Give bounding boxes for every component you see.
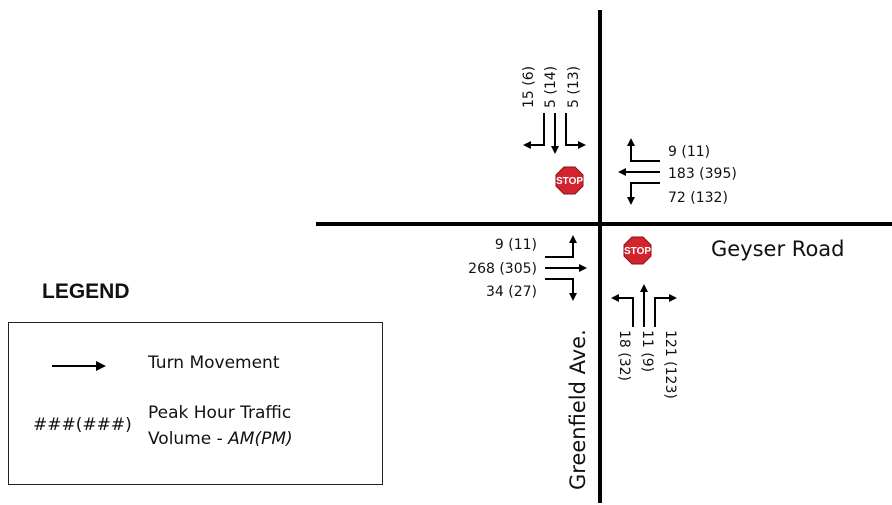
northbound-arrows bbox=[611, 284, 677, 327]
legend-volume-symbol: ###(###) bbox=[33, 415, 132, 435]
stop-sign-north-text: STOP bbox=[556, 176, 583, 187]
eb-right-arrow bbox=[545, 278, 577, 301]
sb-right-arrow bbox=[565, 113, 586, 149]
sb-left-arrow bbox=[523, 113, 545, 149]
sb-left-volume: 15 (6) bbox=[521, 66, 537, 108]
legend-turn-movement-label: Turn Movement bbox=[148, 353, 280, 373]
westbound-arrows bbox=[618, 138, 660, 205]
eastbound-arrows bbox=[545, 235, 587, 301]
stop-sign-north-shape bbox=[555, 166, 584, 195]
wb-through-volume: 183 (395) bbox=[668, 166, 737, 182]
stop-sign-north: STOP bbox=[555, 166, 584, 195]
eb-through-volume: 268 (305) bbox=[468, 261, 537, 277]
greenfield-ave-label: Greenfield Ave. bbox=[566, 329, 590, 490]
legend-volume-label-text: Volume - bbox=[148, 429, 229, 449]
wb-left-volume: 9 (11) bbox=[668, 144, 710, 160]
stop-sign-south-text: STOP bbox=[624, 246, 651, 257]
wb-left-arrow bbox=[627, 138, 660, 162]
legend-arrow-icon bbox=[52, 361, 106, 371]
nb-right-arrow bbox=[654, 294, 677, 327]
eb-left-arrow bbox=[545, 235, 577, 258]
legend-volume-label-line1: Peak Hour Traffic bbox=[148, 403, 292, 423]
nb-right-volume: 121 (123) bbox=[662, 330, 678, 399]
sb-through-volume: 5 (14) bbox=[543, 66, 559, 108]
legend-title: LEGEND bbox=[42, 280, 130, 303]
nb-left-arrow bbox=[611, 294, 634, 327]
legend-volume-units: AM(PM) bbox=[228, 429, 293, 449]
wb-right-volume: 72 (132) bbox=[668, 190, 728, 206]
eb-right-volume: 34 (27) bbox=[486, 284, 537, 300]
nb-through-volume: 11 (9) bbox=[639, 330, 655, 372]
wb-right-arrow bbox=[627, 182, 660, 205]
legend-volume-label-line2: Volume - AM(PM) bbox=[148, 427, 293, 451]
southbound-arrows bbox=[523, 113, 586, 154]
legend-box bbox=[8, 322, 383, 485]
stop-sign-south-shape bbox=[623, 236, 652, 265]
sb-right-volume: 5 (13) bbox=[566, 66, 582, 108]
eb-left-volume: 9 (11) bbox=[495, 237, 537, 253]
nb-left-volume: 18 (32) bbox=[616, 330, 632, 381]
stop-sign-south: STOP bbox=[623, 236, 652, 265]
geyser-road-label: Geyser Road bbox=[711, 237, 845, 261]
